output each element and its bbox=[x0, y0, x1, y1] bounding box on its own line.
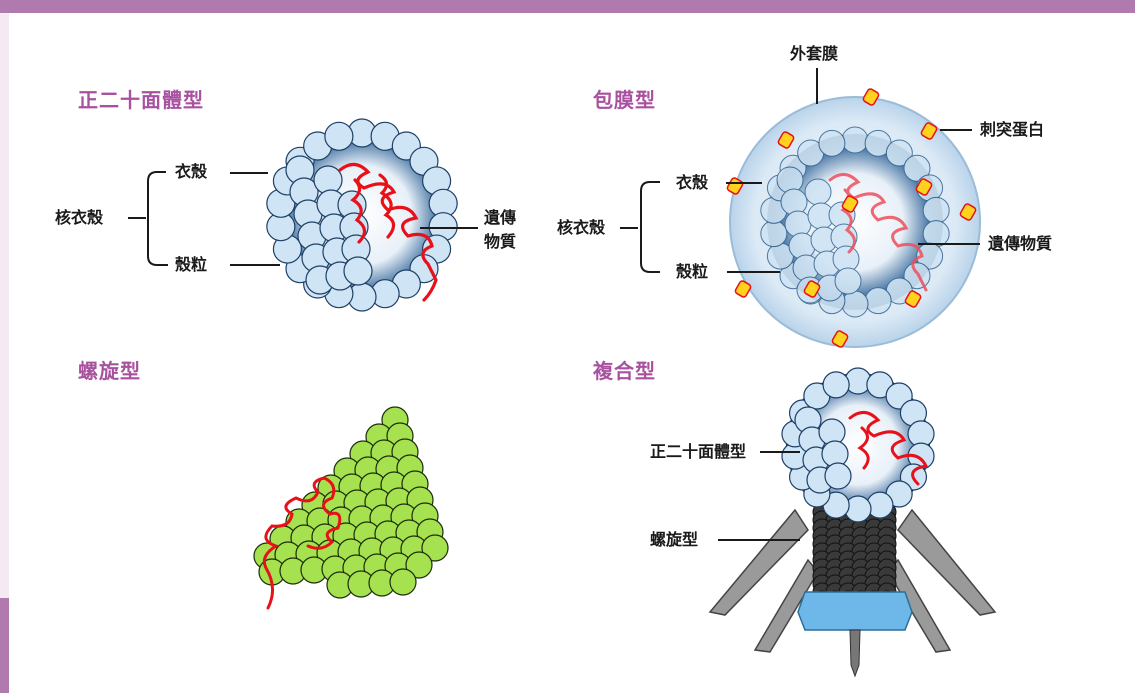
icosahedral-genetic-label-line1: 遺傳 bbox=[484, 208, 516, 228]
capsomere bbox=[865, 288, 891, 314]
enveloped-nucleocapsid-label: 核衣殼 bbox=[557, 218, 605, 238]
capsomere bbox=[344, 257, 372, 285]
complex-virus-illustration bbox=[710, 368, 995, 676]
capsomere bbox=[835, 268, 861, 294]
capsomere bbox=[825, 463, 851, 489]
capsomere bbox=[842, 127, 868, 153]
capsomere bbox=[325, 122, 353, 150]
complex-title: 複合型 bbox=[593, 355, 656, 384]
helical-capsomere bbox=[390, 569, 416, 595]
capsomere bbox=[805, 179, 831, 205]
complex-head-label: 正二十面體型 bbox=[650, 442, 746, 462]
enveloped-virus-illustration bbox=[726, 88, 980, 348]
capsomere bbox=[842, 291, 868, 317]
enveloped-capsid-label: 衣殼 bbox=[676, 173, 708, 193]
helical-virus-illustration bbox=[254, 407, 448, 608]
complex-tail-label: 螺旋型 bbox=[650, 530, 698, 550]
capsomere bbox=[781, 189, 807, 215]
capsomere bbox=[777, 167, 803, 193]
capsomere bbox=[785, 211, 811, 237]
capsomere bbox=[923, 221, 949, 247]
icosahedral-title: 正二十面體型 bbox=[78, 84, 204, 113]
icosahedral-virus-illustration bbox=[267, 119, 457, 311]
enveloped-genetic-label: 遺傳物質 bbox=[988, 234, 1052, 254]
helical-title: 螺旋型 bbox=[78, 355, 141, 384]
icosahedral-genetic-label-line2: 物質 bbox=[484, 232, 516, 252]
capsomere bbox=[823, 372, 849, 398]
spike-protein-label: 刺突蛋白 bbox=[980, 120, 1044, 140]
icosahedral-nucleocapsid-label: 核衣殼 bbox=[55, 208, 103, 228]
envelope-label: 外套膜 bbox=[790, 44, 838, 64]
icosahedral-capsomere-label: 殼粒 bbox=[175, 255, 207, 275]
capsomere bbox=[761, 221, 787, 247]
capsomere bbox=[923, 197, 949, 223]
enveloped-capsomere-label: 殼粒 bbox=[676, 262, 708, 282]
capsomere bbox=[819, 130, 845, 156]
enveloped-title: 包膜型 bbox=[593, 84, 656, 113]
icosahedral-capsid-label: 衣殼 bbox=[175, 162, 207, 182]
